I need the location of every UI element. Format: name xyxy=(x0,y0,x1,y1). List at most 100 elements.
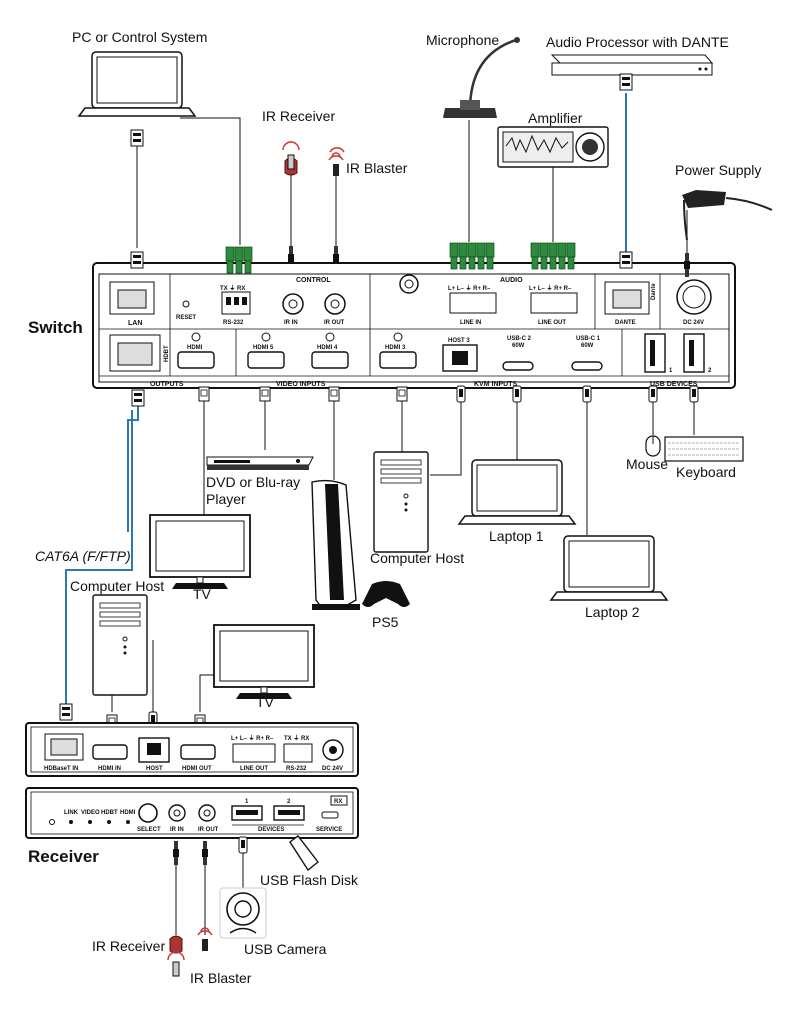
label-ir-blaster-bottom: IR Blaster xyxy=(190,970,252,986)
switch-label-hdmi3: HDMI 3 xyxy=(385,345,406,351)
receiver-label-rx: RX xyxy=(334,799,342,805)
cable-host3 xyxy=(430,402,462,476)
mouse-icon xyxy=(645,435,661,457)
switch-label-audio: AUDIO xyxy=(500,277,523,284)
label-ir-receiver-top: IR Receiver xyxy=(262,108,336,124)
tv-icon xyxy=(149,514,251,590)
receiver-label-service: SERVICE xyxy=(316,827,342,833)
label-switch: Switch xyxy=(28,318,83,337)
receiver-label-ir-out: IR OUT xyxy=(198,827,219,833)
computer-host-icon xyxy=(92,594,148,696)
label-laptop1: Laptop 1 xyxy=(489,528,544,544)
connector-hdmi-icon xyxy=(328,386,340,402)
ir-blaster-wave-icon xyxy=(329,147,345,153)
connector-rj45-icon xyxy=(130,129,144,147)
receiver-label-devices: DEVICES xyxy=(258,827,284,833)
ir-receiver-small-icon xyxy=(167,951,185,977)
dvd-player-icon xyxy=(206,456,314,470)
label-keyboard: Keyboard xyxy=(676,464,736,480)
connector-usbc-icon xyxy=(582,385,592,403)
switch-label-outputs: OUTPUTS xyxy=(150,381,184,388)
amplifier-icon xyxy=(497,126,609,168)
jack-icon xyxy=(173,841,179,865)
label-power-supply: Power Supply xyxy=(675,162,762,178)
audio-processor-icon xyxy=(550,54,714,76)
switch-label-dante-logo: Dante xyxy=(651,283,657,300)
label-audio-processor: Audio Processor with DANTE xyxy=(546,34,729,50)
switch-label-hdmi: HDMI xyxy=(187,345,203,351)
connector-usb-icon xyxy=(238,836,248,854)
switch-label-usbc1-w: 60W xyxy=(581,343,594,349)
label-ps5: PS5 xyxy=(372,614,399,630)
label-usb-camera: USB Camera xyxy=(244,941,327,957)
receiver-label-select: SELECT xyxy=(137,827,161,833)
connector-hdmi-icon xyxy=(198,386,210,402)
terminal-line-out-icon xyxy=(530,242,576,270)
receiver-label-host: HOST xyxy=(146,766,163,772)
cables xyxy=(111,117,695,935)
switch-label-usbc2-w: 60W xyxy=(512,343,525,349)
connector-usb-icon xyxy=(648,385,658,403)
usb-camera-icon xyxy=(219,887,267,939)
connector-rj45-icon xyxy=(619,251,633,269)
switch-label-usb1: 1 xyxy=(669,368,673,374)
connector-rj45-icon xyxy=(619,73,633,91)
switch-label-rs232: RS-232 xyxy=(223,320,244,326)
switch-label-line-out: LINE OUT xyxy=(538,320,566,326)
switch-label-line-out-pins: L+ L– ⏚ R+ R– xyxy=(529,285,572,292)
receiver-label-hdmi-in: HDMI IN xyxy=(98,766,121,772)
label-ir-receiver-bottom: IR Receiver xyxy=(92,938,166,954)
switch-label-ir-out: IR OUT xyxy=(324,320,345,326)
receiver-label-audio-pins: L+ L– ⏚ R+ R– xyxy=(231,735,274,742)
label-amplifier: Amplifier xyxy=(528,110,583,126)
connector-usbc-icon xyxy=(512,385,522,403)
tv-icon xyxy=(213,624,315,700)
receiver-label-rs232: RS-232 xyxy=(286,766,307,772)
power-supply-icon xyxy=(682,190,773,241)
connector-usb-icon xyxy=(689,385,699,403)
ir-blaster-icon xyxy=(328,152,344,177)
switch-label-control: CONTROL xyxy=(296,277,331,284)
laptop-icon xyxy=(78,51,196,117)
switch-label-usbc1: USB-C 1 xyxy=(576,336,601,342)
label-microphone: Microphone xyxy=(426,32,500,48)
receiver-label-hdbaset-in: HDBaseT IN xyxy=(44,766,78,772)
switch-label-dante: DANTE xyxy=(615,320,636,326)
label-laptop2: Laptop 2 xyxy=(585,604,640,620)
cable-tv-hdmi-out xyxy=(199,674,218,712)
keyboard-icon xyxy=(664,436,744,462)
label-dvd-player: DVD or Blu-ray Player xyxy=(206,474,301,507)
cable-cat6a-run xyxy=(65,410,133,705)
receiver-label-txrx: TX ⏚ RX xyxy=(284,735,309,742)
switch-label-usb-devices: USB DEVICES xyxy=(650,381,698,388)
receiver-label-video: VIDEO xyxy=(81,810,100,816)
usb-flash-disk-icon xyxy=(286,835,319,872)
terminal-line-in-icon xyxy=(449,242,495,270)
connector-rj45-icon xyxy=(131,389,145,407)
connector-rj45-icon xyxy=(59,703,73,721)
receiver-label-dev1: 1 xyxy=(245,799,249,805)
receiver-label-dev2: 2 xyxy=(287,799,291,805)
jack-icon xyxy=(202,841,208,865)
label-computer-host-top: Computer Host xyxy=(370,550,465,566)
label-mouse: Mouse xyxy=(626,456,669,472)
switch-label-video-inputs: VIDEO INPUTS xyxy=(276,381,326,388)
cable-pc-rs232 xyxy=(180,117,241,245)
label-usb-flash-disk: USB Flash Disk xyxy=(260,872,359,888)
switch-label-ir-in: IR IN xyxy=(284,320,298,326)
receiver-label-hdmi: HDMI xyxy=(120,810,136,816)
label-cat6a: CAT6A (F/FTP) xyxy=(35,548,131,564)
switch-label-hdmi4: HDMI 4 xyxy=(317,345,338,351)
connector-hdmi-icon xyxy=(396,386,408,402)
connector-rj45-icon xyxy=(130,251,144,269)
switch-device xyxy=(92,262,736,389)
switch-label-usb2: 2 xyxy=(708,368,712,374)
microphone-icon xyxy=(443,37,520,118)
switch-label-line-in: LINE IN xyxy=(460,320,481,326)
connector-usb-icon xyxy=(456,385,466,403)
receiver-label-hdbt: HDBT xyxy=(101,810,118,816)
switch-label-kvm-inputs: KVM INPUTS xyxy=(474,381,518,388)
switch-label-lan: LAN xyxy=(128,320,142,327)
